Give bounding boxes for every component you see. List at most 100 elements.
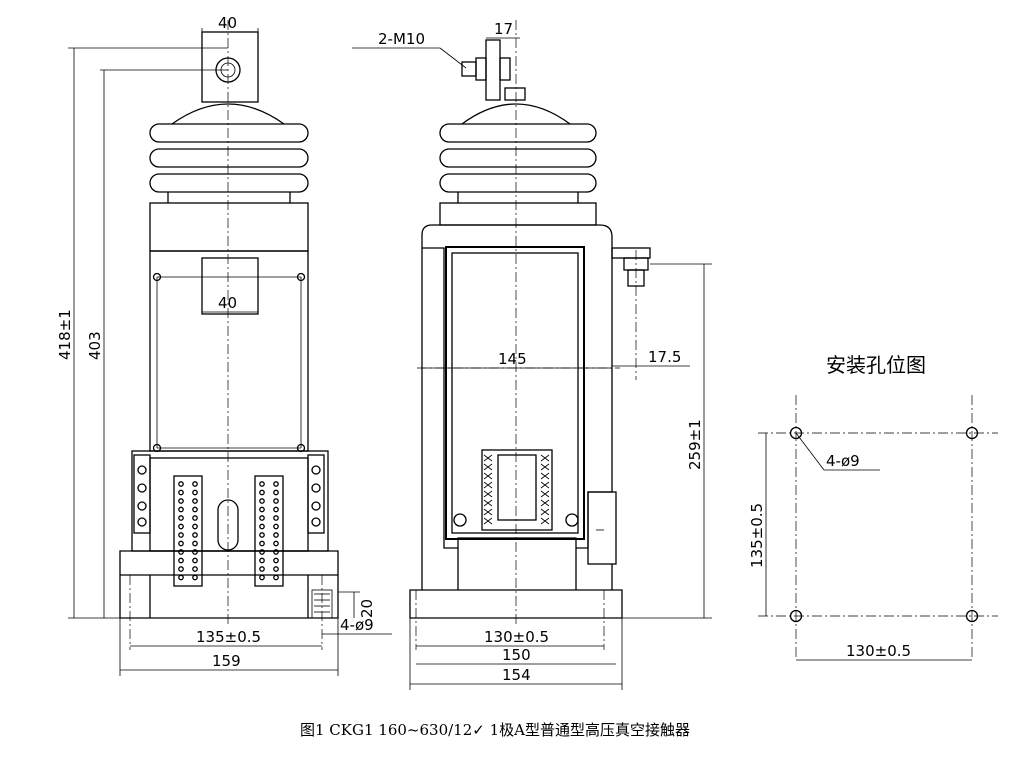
- front-aux-contact-right: [254, 475, 284, 587]
- mount-hole: [789, 609, 803, 623]
- terminal-screw: [311, 517, 321, 527]
- contact-dot: [178, 515, 184, 521]
- contact-dot: [178, 498, 184, 504]
- coil-winding-mark: [540, 472, 550, 480]
- contact-dot: [178, 540, 184, 547]
- front-lower-body: [131, 450, 329, 552]
- contact-dot: [259, 540, 265, 547]
- contact-dot: [273, 523, 279, 530]
- mount-hole: [965, 426, 979, 440]
- contact-dot: [259, 498, 265, 504]
- contact-dot: [192, 549, 198, 555]
- side-insulator: [439, 103, 597, 203]
- side-terminal-bracket: [485, 39, 501, 101]
- front-insulator: [149, 103, 309, 203]
- front-left-screws: [137, 465, 147, 527]
- contact-dot: [273, 532, 279, 538]
- mount-hole: [789, 426, 803, 440]
- terminal-screw: [311, 465, 321, 475]
- contact-dot: [273, 540, 279, 547]
- side-dim-body-width: 145: [498, 350, 527, 368]
- side-terminal-plate: [611, 247, 651, 259]
- side-dim-base-width-outer: 154: [502, 666, 531, 684]
- contact-dot: [178, 557, 184, 564]
- side-bolt-head: [475, 57, 487, 81]
- contact-dot: [178, 549, 184, 555]
- side-hole-right: [565, 513, 579, 527]
- coil-winding-mark: [483, 454, 493, 462]
- coil-winding-mark: [540, 481, 550, 489]
- front-aux-dots: [178, 481, 279, 581]
- coil-winding-mark: [483, 490, 493, 498]
- front-view: 40 40 418±1 403 20 4-ø9 135±0.5 159: [56, 14, 392, 676]
- side-upper-body: [439, 202, 597, 226]
- contact-dot: [259, 515, 265, 521]
- front-dim-inner-width: 40: [218, 294, 237, 312]
- side-bolt-nut: [461, 61, 477, 77]
- front-base: [119, 550, 339, 619]
- coil-winding-mark: [483, 499, 493, 507]
- contact-dot: [178, 532, 184, 538]
- contact-dot: [273, 506, 279, 513]
- coil-winding-mark: [540, 517, 550, 525]
- mount-holes-label: 4-ø9: [826, 452, 860, 470]
- contact-dot: [192, 481, 198, 487]
- mount-dim-vertical: 135±0.5: [748, 503, 766, 568]
- side-coil-marks: [483, 454, 550, 525]
- side-bolt-nut-right: [499, 57, 511, 81]
- contact-dot: [178, 523, 184, 530]
- contact-dot: [192, 566, 198, 572]
- side-dim-base-width-inner: 150: [502, 646, 531, 664]
- contact-dot: [192, 574, 198, 581]
- coil-winding-mark: [540, 490, 550, 498]
- contact-dot: [273, 489, 279, 496]
- side-coil: [481, 449, 553, 531]
- mount-dim-horizontal: 130±0.5: [846, 642, 911, 660]
- side-coil-core: [497, 454, 537, 521]
- mounting-title: 安装孔位图: [826, 353, 926, 377]
- figure-caption: 图1 CKG1 160~630/12✓ 1极A型普通型高压真空接触器: [300, 721, 690, 739]
- front-left-terminal-block: [133, 454, 151, 534]
- front-dim-hole-spacing: 135±0.5: [196, 628, 261, 646]
- side-dim-terminal-offset: 17.5: [648, 348, 681, 366]
- terminal-screw: [311, 501, 321, 511]
- side-dim-terminal-height: 259±1: [686, 419, 704, 470]
- front-dim-base-height: 20: [358, 599, 376, 618]
- side-inner-frame-2: [451, 252, 579, 534]
- contact-dot: [192, 532, 198, 538]
- side-dim-hole-spacing: 130±0.5: [484, 628, 549, 646]
- contact-dot: [178, 506, 184, 513]
- front-dim-overall-height: 418±1: [56, 309, 74, 360]
- contact-dot: [273, 574, 279, 581]
- contact-dot: [192, 489, 198, 496]
- coil-winding-mark: [540, 508, 550, 516]
- front-right-terminal-block: [307, 454, 325, 534]
- contact-dot: [273, 481, 279, 487]
- contact-dot: [192, 506, 198, 513]
- front-dim-base-width: 159: [212, 652, 241, 670]
- contact-dot: [178, 566, 184, 572]
- front-inner-slot: [201, 257, 259, 315]
- contact-dot: [192, 557, 198, 564]
- terminal-screw: [137, 517, 147, 527]
- contact-dot: [259, 506, 265, 513]
- contact-dot: [273, 566, 279, 572]
- coil-winding-mark: [483, 463, 493, 471]
- front-aux-contact-left: [173, 475, 203, 587]
- side-inner-frame: [445, 246, 585, 540]
- coil-winding-mark: [540, 463, 550, 471]
- terminal-screw: [137, 483, 147, 493]
- terminal-screw: [311, 483, 321, 493]
- coil-winding-mark: [483, 481, 493, 489]
- side-aux-box: [587, 491, 617, 565]
- contact-dot: [259, 574, 265, 581]
- front-dim-base-holes: 4-ø9: [340, 616, 374, 634]
- contact-dot: [178, 489, 184, 496]
- front-dim-top-width: 40: [218, 14, 237, 32]
- front-upper-body: [149, 202, 309, 252]
- front-screw-hole: [152, 272, 162, 282]
- contact-dot: [192, 523, 198, 530]
- contact-dot: [178, 574, 184, 581]
- contact-dot: [178, 481, 184, 487]
